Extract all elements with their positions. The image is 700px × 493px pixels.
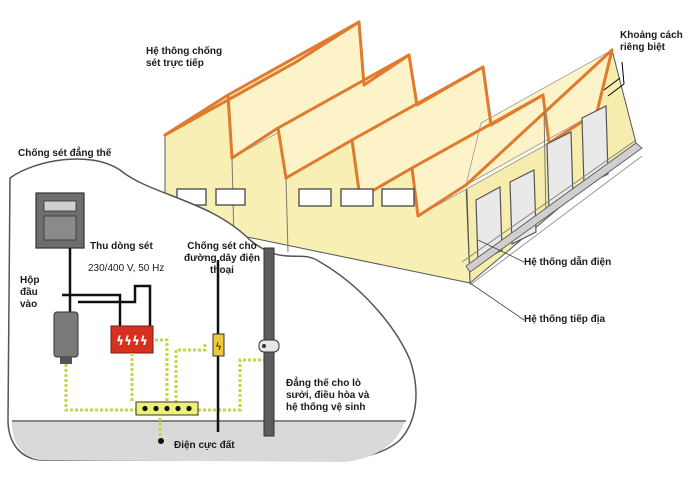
window [215, 188, 246, 206]
label-equipotential-protection: Chống sét đẳng thế [18, 148, 112, 159]
air-termination-network [163, 20, 614, 218]
ground-line [469, 155, 643, 286]
label-voltage-rating: 230/400 V, 50 Hz [88, 263, 165, 274]
label-earth-electrode: Điện cực đất [174, 440, 235, 451]
power-cables [62, 248, 152, 328]
svg-text:ϟ: ϟ [215, 342, 222, 353]
label-surge-arrester: Thu dòng sét [90, 241, 153, 252]
label-direct-lightning: Hệ thông chống sét trực tiếp [146, 46, 223, 69]
door [581, 105, 609, 187]
ground-band [11, 420, 405, 462]
bonding-wires [64, 338, 270, 440]
window [381, 188, 415, 207]
factory-building [163, 20, 643, 286]
input-box [53, 311, 79, 364]
surge-arrester: ϟϟϟϟ [110, 325, 154, 354]
phone-line: ϟ [212, 260, 225, 432]
label-input-box: Hộp đầu vào [20, 275, 40, 310]
ground-strip-edge [461, 139, 637, 263]
windows [176, 188, 415, 207]
service-pipe [258, 247, 280, 437]
door [475, 186, 503, 264]
window [340, 188, 374, 207]
label-separation-distance: Khoảng cách riêng biệt [620, 30, 683, 53]
label-leaders [469, 239, 525, 321]
label-equipotential-bonding: Đẳng thế cho lò sưởi, điều hòa và hệ thố… [286, 378, 370, 413]
window [298, 188, 332, 207]
ground-strip [465, 142, 643, 273]
svg-text:ϟϟϟϟ: ϟϟϟϟ [116, 334, 148, 348]
meter-box [35, 192, 85, 249]
earth-rod-node [158, 438, 164, 444]
label-grounding-system: Hệ thống tiếp địa [524, 314, 606, 325]
label-down-conductor: Hệ thống dẫn điện [524, 257, 612, 268]
label-phone-line-protection: Chống sét cho đường dây điện thoại [183, 241, 261, 276]
equipotential-bar [135, 401, 199, 416]
separation-marker [603, 61, 625, 97]
